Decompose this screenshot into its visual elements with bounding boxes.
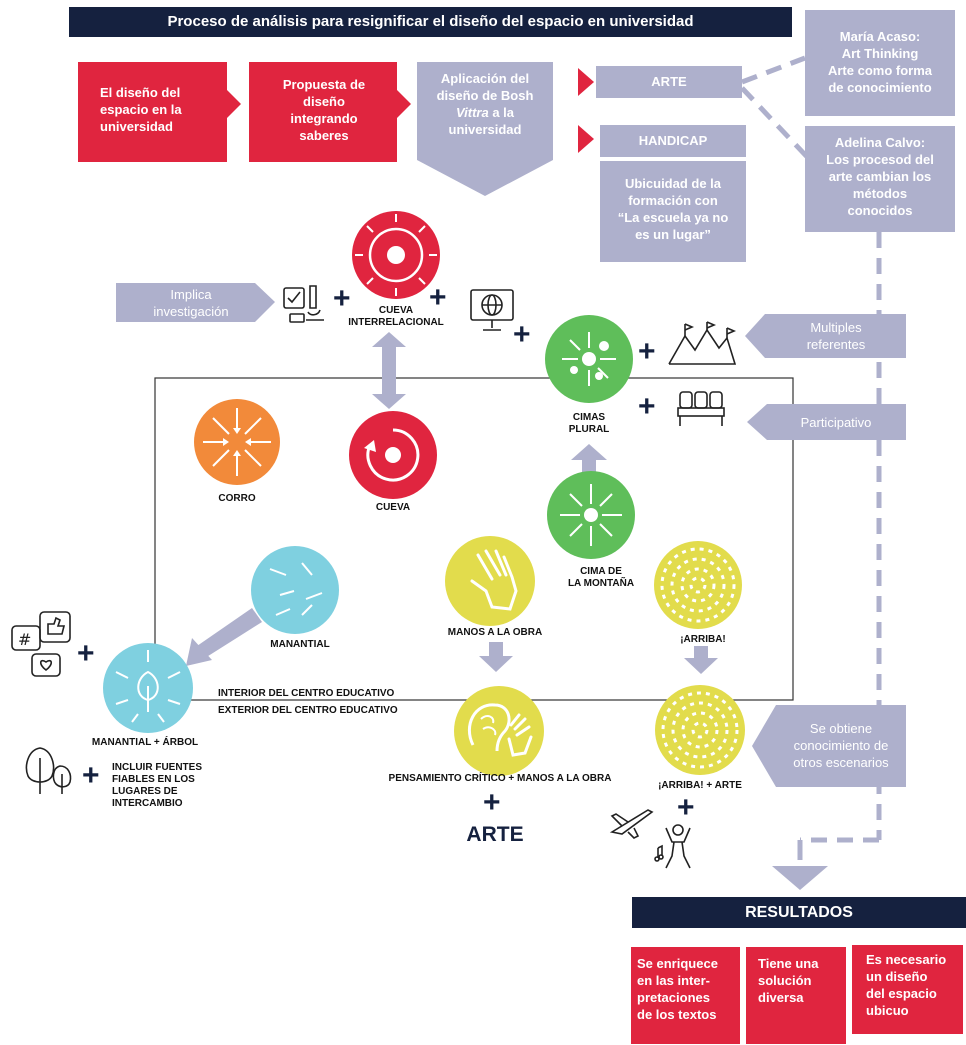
step3-line2: diseño de Bosh	[436, 88, 534, 103]
author-acaso: María Acaso: Art Thinking Arte como form…	[805, 10, 955, 116]
label-pensamiento: PENSAMIENTO CRÍTICO + MANOS A LA OBRA	[388, 773, 612, 784]
arriba-circle	[654, 541, 742, 629]
cima-montana-circle	[547, 471, 635, 559]
label-manos: MANOS A LA OBRA	[447, 627, 543, 638]
manos-circle	[445, 536, 535, 626]
process-step-1: El diseño del espacio en la universidad	[100, 85, 182, 134]
label-corro: CORRO	[218, 493, 256, 504]
note-investigacion: Implica investigación	[153, 287, 229, 319]
pensamiento-circle	[454, 686, 544, 776]
step3-line3: Vittra a la	[417, 104, 553, 121]
airplane-icon	[609, 809, 654, 839]
plus-3: +	[513, 318, 531, 351]
title-bar: Proceso de análisis para resignificar el…	[69, 7, 792, 37]
label-exterior: EXTERIOR DEL CENTRO EDUCATIVO	[218, 705, 398, 716]
plus-5: +	[638, 390, 656, 423]
label-manantial-arbol: MANANTIAL + ÁRBOL	[91, 737, 199, 748]
note-escenarios: Se obtiene conocimiento de otros escenar…	[793, 721, 889, 770]
results-header: RESULTADOS	[632, 897, 966, 928]
process-arrows	[78, 62, 594, 196]
step3-line4: universidad	[448, 122, 522, 137]
trees-icon	[25, 747, 72, 794]
plus-4: +	[638, 335, 656, 368]
plus-2: +	[429, 281, 447, 314]
process-step-3: Aplicación del diseño de Bosh Vittra a l…	[417, 70, 553, 138]
manantial-circle	[251, 546, 339, 634]
seats-icon	[677, 391, 725, 426]
step3-line1: Aplicación del	[440, 71, 530, 86]
plus-9: +	[677, 791, 695, 824]
label-arte-big: ARTE	[466, 823, 524, 846]
note-participativo: Participativo	[800, 415, 872, 430]
microscope-icon	[283, 285, 324, 323]
process-step-2: Propuesta de diseño integrando saberes	[282, 77, 366, 143]
plus-6: +	[77, 637, 95, 670]
social-media-icon: #	[11, 611, 71, 677]
plus-8: +	[483, 786, 501, 819]
result-1: Se enriquece en las inter- pretaciones d…	[631, 947, 740, 1044]
label-cueva: CUEVA	[375, 502, 411, 513]
step3-line3b: a la	[488, 105, 515, 120]
result-2: Tiene una solución diversa	[746, 947, 846, 1044]
svg-text:#: #	[18, 630, 31, 649]
handicap-description: Ubicuidad de la formación con “La escuel…	[600, 161, 746, 262]
label-arriba: ¡ARRIBA!	[680, 634, 726, 645]
handicap-box: HANDICAP	[600, 125, 746, 157]
label-fuentes: INCLUIR FUENTES FIABLES EN LOS LUGARES D…	[112, 762, 202, 809]
cueva-interrelacional-circle	[352, 211, 440, 299]
label-manantial: MANANTIAL	[270, 639, 330, 650]
dancer-icon	[654, 824, 691, 869]
result-3: Es necesario un diseño del espacio ubicu…	[852, 945, 963, 1034]
corro-circle	[194, 399, 280, 485]
label-arriba-arte: ¡ARRIBA! + ARTE	[658, 780, 742, 791]
author-calvo: Adelina Calvo: Los procesod del arte cam…	[805, 126, 955, 232]
label-cima-montana: CIMA DE LA MONTAÑA	[567, 566, 635, 589]
mountains-flags-icon	[668, 321, 737, 365]
cueva-circle	[349, 411, 437, 499]
arriba-arte-circle	[655, 685, 745, 775]
label-interior: INTERIOR DEL CENTRO EDUCATIVO	[218, 688, 395, 699]
arte-box: ARTE	[596, 66, 742, 98]
plus-7: +	[82, 759, 100, 792]
label-cimas-plural: CIMAS PLURAL	[568, 412, 610, 435]
manantial-arbol-circle	[103, 643, 193, 733]
plus-1: +	[333, 282, 351, 315]
vittra-text: Vittra	[455, 105, 489, 120]
globe-monitor-icon	[470, 289, 514, 331]
cimas-plural-circle	[545, 315, 633, 403]
note-referentes: Multiples referentes	[806, 320, 866, 352]
label-cueva-interrelacional: CUEVA INTERRELACIONAL	[348, 305, 444, 328]
